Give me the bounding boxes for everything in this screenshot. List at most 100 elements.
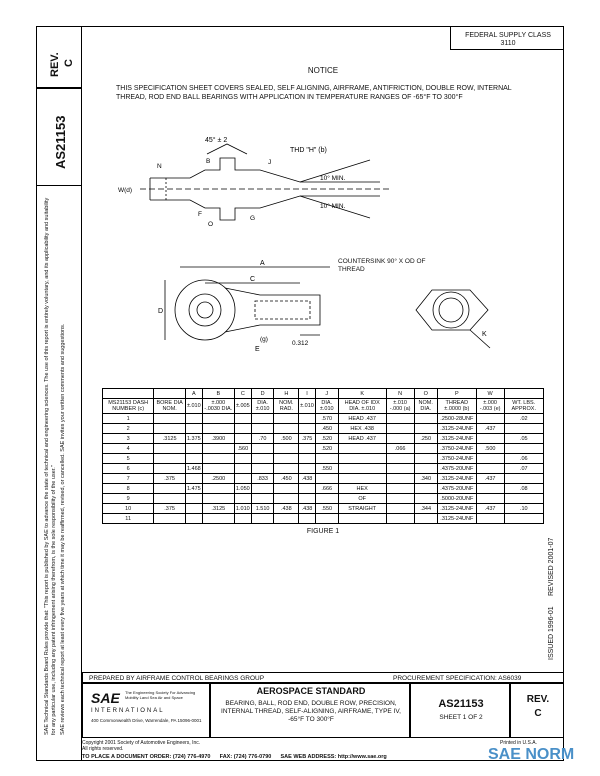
table-cell bbox=[413, 453, 438, 464]
left-column bbox=[36, 26, 82, 761]
section-drawing: 45° ± 2 THD "H" (b) 10° MIN. 10° MIN. B … bbox=[118, 136, 390, 228]
rev-label-footer: REV. bbox=[526, 694, 550, 705]
table-cell: 7 bbox=[101, 473, 155, 484]
table-cell bbox=[233, 463, 252, 474]
table-cell: .07 bbox=[503, 463, 544, 474]
table-cell bbox=[184, 423, 203, 434]
table-row: 7.375.2500.833.450.438.340.3125-24UNF.43… bbox=[101, 473, 544, 484]
spec-table: A B C D H I J K N O P W MS21153 DASH NUM… bbox=[101, 388, 544, 524]
min-label-2: 10° MIN. bbox=[320, 202, 346, 210]
table-cell bbox=[314, 473, 339, 484]
table-cell bbox=[385, 473, 415, 484]
table-cell: .375 bbox=[153, 473, 186, 484]
fsc-title: FEDERAL SUPPLY CLASS bbox=[465, 32, 551, 39]
table-row: 4.560.520.066.3750-24UNF.500 bbox=[101, 443, 544, 454]
table-cell bbox=[153, 493, 186, 504]
table-cell: .3750-24UNF bbox=[436, 453, 477, 464]
dim-312: 0.312 bbox=[292, 340, 309, 347]
table-cell: .520 bbox=[314, 443, 339, 454]
table-cell bbox=[503, 493, 544, 504]
table-cell: .570 bbox=[314, 413, 339, 424]
table-cell bbox=[233, 413, 252, 424]
table-cell bbox=[201, 483, 235, 494]
col-header: ±.005 bbox=[233, 398, 252, 414]
table-cell bbox=[250, 423, 275, 434]
col-header: DIA. ±.010 bbox=[314, 398, 339, 414]
table-cell bbox=[201, 463, 235, 474]
table-cell bbox=[475, 453, 505, 464]
table-cell bbox=[298, 493, 316, 504]
table-cell bbox=[233, 433, 252, 444]
table-cell bbox=[475, 433, 505, 444]
top-letter bbox=[503, 388, 544, 399]
table-cell: .500 bbox=[475, 443, 505, 454]
table-cell bbox=[298, 513, 316, 524]
table-cell bbox=[201, 443, 235, 454]
table-cell bbox=[233, 453, 252, 464]
top-letter bbox=[101, 388, 155, 399]
table-cell bbox=[273, 453, 300, 464]
rev-value: C bbox=[63, 59, 75, 67]
revised-date: REVISED 2001-07 bbox=[548, 537, 555, 596]
sae-tagline: The Engineering Society For Advancing Mo… bbox=[125, 690, 196, 700]
table-cell: .438 bbox=[273, 503, 300, 514]
table-cell: .560 bbox=[233, 443, 252, 454]
table-cell bbox=[233, 513, 252, 524]
top-letter: C bbox=[233, 388, 252, 399]
table-cell bbox=[298, 483, 316, 494]
col-header: HEAD OF IDX DIA. ±.010 bbox=[337, 398, 387, 414]
top-letter: I bbox=[298, 388, 316, 399]
table-cell bbox=[385, 423, 415, 434]
col-header: NOM. RAD. bbox=[273, 398, 300, 414]
notice-title: NOTICE bbox=[307, 66, 339, 75]
table-cell: .250 bbox=[413, 433, 438, 444]
top-letter: P bbox=[436, 388, 477, 399]
table-cell: 4 bbox=[101, 443, 155, 454]
title-box: AEROSPACE STANDARD BEARING, BALL, ROD EN… bbox=[210, 683, 410, 738]
table-cell bbox=[337, 473, 387, 484]
table-cell bbox=[184, 503, 203, 514]
table-cell: .340 bbox=[413, 473, 438, 484]
col-header: ±.010 bbox=[184, 398, 203, 414]
table-cell: .437 bbox=[475, 503, 505, 514]
label-f: F bbox=[198, 211, 202, 218]
table-cell bbox=[273, 483, 300, 494]
top-letter: W bbox=[475, 388, 505, 399]
table-cell: .438 bbox=[298, 473, 316, 484]
table-cell bbox=[184, 513, 203, 524]
col-header: MS21153 DASH NUMBER (c) bbox=[101, 398, 155, 414]
table-cell: 1 bbox=[101, 413, 155, 424]
table-cell: 1.475 bbox=[184, 483, 203, 494]
fsc-box: FEDERAL SUPPLY CLASS 3110 bbox=[450, 26, 564, 50]
table-cell bbox=[337, 463, 387, 474]
table-cell: .066 bbox=[385, 443, 415, 454]
table-cell: .833 bbox=[250, 473, 275, 484]
dim-e: E bbox=[255, 346, 260, 353]
table-cell bbox=[250, 493, 275, 504]
table-cell: 10 bbox=[101, 503, 155, 514]
margin-text-2: SAE reviews each technical report at lea… bbox=[60, 323, 66, 735]
table-cell bbox=[273, 463, 300, 474]
table-cell bbox=[298, 423, 316, 434]
rights: All rights reserved. bbox=[82, 746, 124, 752]
fax-number: (724) 776-0790 bbox=[233, 754, 272, 760]
table-cell: HEAD .437 bbox=[337, 413, 387, 424]
table-cell: .4375-20UNF bbox=[436, 483, 477, 494]
thd-label: THD "H" (b) bbox=[290, 147, 327, 154]
table-cell: .06 bbox=[503, 453, 544, 464]
table-cell: HEX .438 bbox=[337, 423, 387, 434]
table-cell bbox=[298, 463, 316, 474]
table-cell: 5 bbox=[101, 453, 155, 464]
procurement-spec: PROCUREMENT SPECIFICATION: AS6039 bbox=[393, 675, 522, 682]
figure-label: FIGURE 1 bbox=[306, 528, 340, 535]
table-cell bbox=[153, 483, 186, 494]
sae-norm-watermark: SAE NORM bbox=[488, 746, 574, 764]
table-cell: .3125-24UNF bbox=[436, 423, 477, 434]
table-cell: .550 bbox=[314, 463, 339, 474]
web-link[interactable]: http://www.sae.org bbox=[337, 754, 387, 760]
table-cell: .3125-24UNF bbox=[436, 433, 477, 444]
table-cell: .3125-24UNF bbox=[436, 503, 477, 514]
